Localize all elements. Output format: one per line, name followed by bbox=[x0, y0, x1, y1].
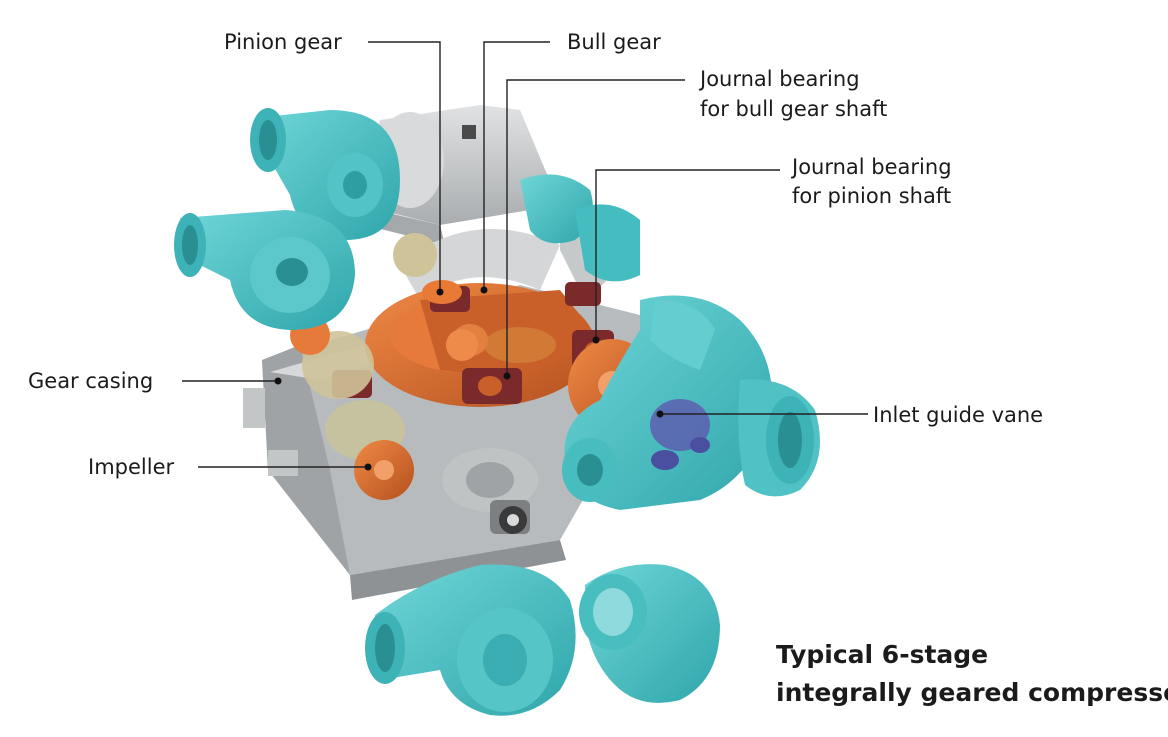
label-pinion-gear: Pinion gear bbox=[224, 30, 342, 54]
leader-bull-gear bbox=[483, 41, 550, 290]
label-journal-bearing-pinion-1: Journal bearing bbox=[792, 155, 952, 179]
label-gear-casing: Gear casing bbox=[28, 369, 154, 393]
volute-mid-left bbox=[174, 210, 355, 330]
figure-caption: Typical 6-stage integrally geared compre… bbox=[776, 636, 1168, 712]
impeller-lower-left bbox=[354, 440, 414, 500]
label-inlet-guide-vane: Inlet guide vane bbox=[873, 403, 1044, 427]
leader-lines bbox=[182, 41, 868, 468]
volute-bottom-left bbox=[365, 564, 576, 716]
label-journal-bearing-pinion-2: for pinion shaft bbox=[792, 184, 952, 208]
dot-inlet-guide-vane bbox=[656, 410, 664, 418]
journal-bearing-bull-shaft bbox=[462, 368, 522, 404]
dot-bull-gear bbox=[480, 286, 488, 294]
label-bull-gear: Bull gear bbox=[567, 30, 661, 54]
dot-impeller bbox=[364, 463, 372, 471]
inlet-guide-vane bbox=[650, 399, 710, 470]
label-journal-bearing-bull-2: for bull gear shaft bbox=[700, 97, 888, 121]
leader-journal-pinion bbox=[595, 169, 780, 340]
caption-line-2: integrally geared compressor bbox=[776, 678, 1168, 707]
dot-journal-pinion bbox=[592, 336, 600, 344]
label-impeller: Impeller bbox=[88, 455, 175, 479]
leader-dots bbox=[274, 286, 664, 471]
leader-journal-bull bbox=[506, 79, 685, 376]
volute-top-left bbox=[250, 108, 400, 240]
dot-gear-casing bbox=[274, 377, 282, 385]
leader-pinion-gear bbox=[368, 41, 441, 292]
label-journal-bearing-bull-1: Journal bearing bbox=[700, 67, 860, 91]
volute-bottom-right bbox=[579, 564, 720, 703]
impeller-center bbox=[446, 329, 478, 361]
dot-pinion-gear bbox=[436, 288, 444, 296]
dot-journal-bull bbox=[503, 372, 511, 380]
caption-line-1: Typical 6-stage bbox=[776, 640, 989, 669]
lower-shaft-assembly bbox=[442, 448, 538, 534]
volute-top-right bbox=[520, 174, 640, 282]
